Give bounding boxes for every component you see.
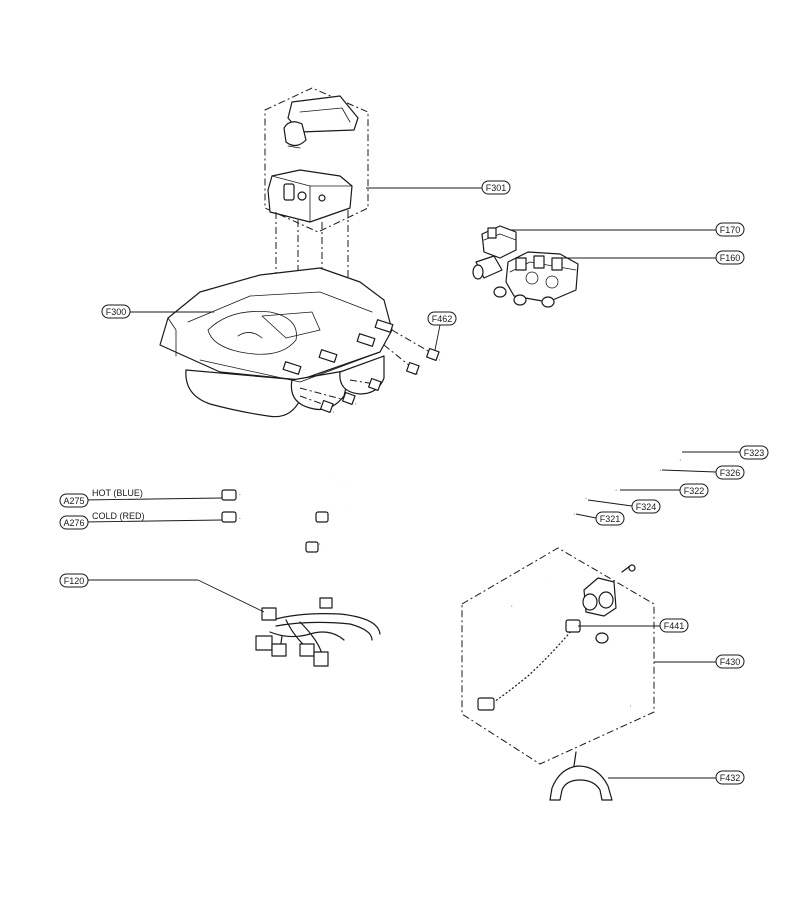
inlet-hoses[interactable] <box>319 324 681 516</box>
callout-f160-text: F160 <box>720 253 741 263</box>
callout-f462-text: F462 <box>432 314 453 324</box>
callout-f441-text: F441 <box>664 621 685 631</box>
inlet-hose-pair[interactable] <box>83 476 360 553</box>
callout-f301-text: F301 <box>486 183 507 193</box>
dispenser-cap-assembly[interactable] <box>264 87 482 300</box>
callout-f120-text: F120 <box>64 576 85 586</box>
callout-a276: A276 <box>59 515 89 530</box>
callout-f323: F323 <box>739 445 769 460</box>
callout-f300-text: F300 <box>106 307 127 317</box>
callout-f120: F120 <box>59 573 89 588</box>
callout-f323-text: F323 <box>744 448 765 458</box>
callout-f170-text: F170 <box>720 225 741 235</box>
inlet-valves[interactable] <box>472 225 716 308</box>
callout-f441: F441 <box>659 618 689 633</box>
callout-f170: F170 <box>715 222 745 237</box>
callout-f300: F300 <box>101 304 131 319</box>
callout-f462: F462 <box>427 311 457 326</box>
callout-a275-text: A275 <box>63 496 84 506</box>
cold-red-label: COLD (RED) <box>92 511 145 521</box>
callout-f322-text: F322 <box>684 486 705 496</box>
callout-f324-text: F324 <box>636 502 657 512</box>
callout-f322: F322 <box>679 483 709 498</box>
hose-guide-bracket[interactable] <box>549 751 716 801</box>
callout-f326: F326 <box>715 465 745 480</box>
drain-pump-assembly[interactable] <box>461 547 716 765</box>
dispenser-housing[interactable] <box>130 267 394 418</box>
callout-f160: F160 <box>715 250 745 265</box>
callout-f321-text: F321 <box>600 514 621 524</box>
callout-f324: F324 <box>631 499 661 514</box>
callout-a276-text: A276 <box>63 518 84 528</box>
hose-leader-lines <box>575 451 740 519</box>
hot-blue-label: HOT (BLUE) <box>92 488 143 498</box>
callout-a275: A275 <box>59 493 89 508</box>
callout-f301: F301 <box>481 180 511 195</box>
callout-f432: F432 <box>715 770 745 785</box>
callout-f321: F321 <box>595 511 625 526</box>
callout-f430: F430 <box>715 654 745 669</box>
wire-harness[interactable] <box>84 579 381 667</box>
callout-f326-text: F326 <box>720 468 741 478</box>
callout-f432-text: F432 <box>720 773 741 783</box>
callout-f430-text: F430 <box>720 657 741 667</box>
